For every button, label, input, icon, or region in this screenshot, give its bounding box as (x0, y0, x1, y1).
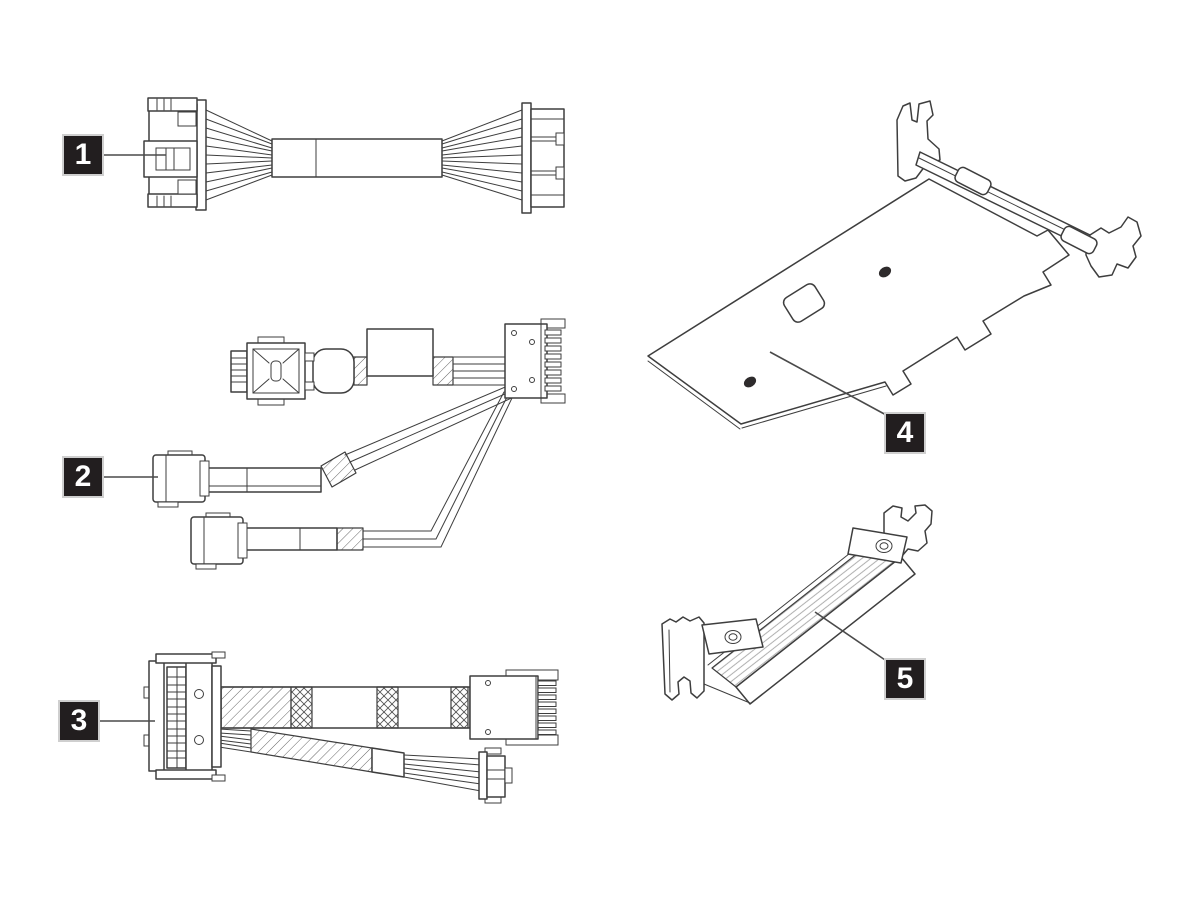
cable-2-top-run (312, 328, 508, 394)
callout-5: 5 (884, 658, 926, 700)
cable-3-diagonal-run (218, 728, 482, 792)
cable-2-square-connector-lower (190, 512, 248, 570)
cable-2-branch-lower (242, 391, 513, 551)
callout-3: 3 (58, 700, 100, 742)
bracket-5-plate (711, 537, 902, 688)
cable-2-strain-boot (312, 348, 355, 394)
bracket-5-drawing (661, 504, 933, 705)
cable-3-right-connector (469, 669, 559, 746)
adapter-4-screw-hole-right (878, 266, 892, 278)
bracket-5-flange (735, 556, 916, 705)
callout-1: 1 (62, 134, 104, 176)
cable-2-branch-upper (204, 384, 519, 493)
cable-2-right-connector (504, 318, 566, 404)
callout-leader-lines (100, 154, 889, 722)
callout-4: 4 (884, 412, 926, 454)
cable-1-left-connector (143, 97, 207, 211)
leader-line-5 (814, 611, 889, 663)
cable-2-square-connector-upper (152, 450, 210, 508)
cable-3-horizontal-run (220, 686, 471, 729)
callout-2: 2 (62, 456, 104, 498)
cable-1-right-fan-wires (441, 109, 523, 201)
cable-1-left-fan-wires (205, 109, 273, 201)
cable-2-small-connector (230, 336, 315, 406)
adapter-4-drawing (647, 100, 1142, 430)
cable-2-drawing (152, 318, 566, 570)
leader-line-4 (769, 351, 889, 417)
cable-3-drawing (143, 651, 559, 804)
cable-2-label-wrap (366, 328, 434, 377)
cable-1-drawing (143, 97, 565, 214)
cable-1-sleeve (271, 138, 443, 178)
cable-3-left-connector (143, 651, 226, 782)
cable-1-right-connector (521, 102, 565, 214)
adapter-4-cutout (782, 283, 826, 323)
adapter-4-board (647, 178, 1070, 425)
adapter-4-bracket (896, 100, 1142, 278)
adapter-4-screw-hole-left (743, 376, 757, 388)
bracket-5-foot (661, 616, 705, 701)
cable-3-small-connector (478, 747, 513, 804)
